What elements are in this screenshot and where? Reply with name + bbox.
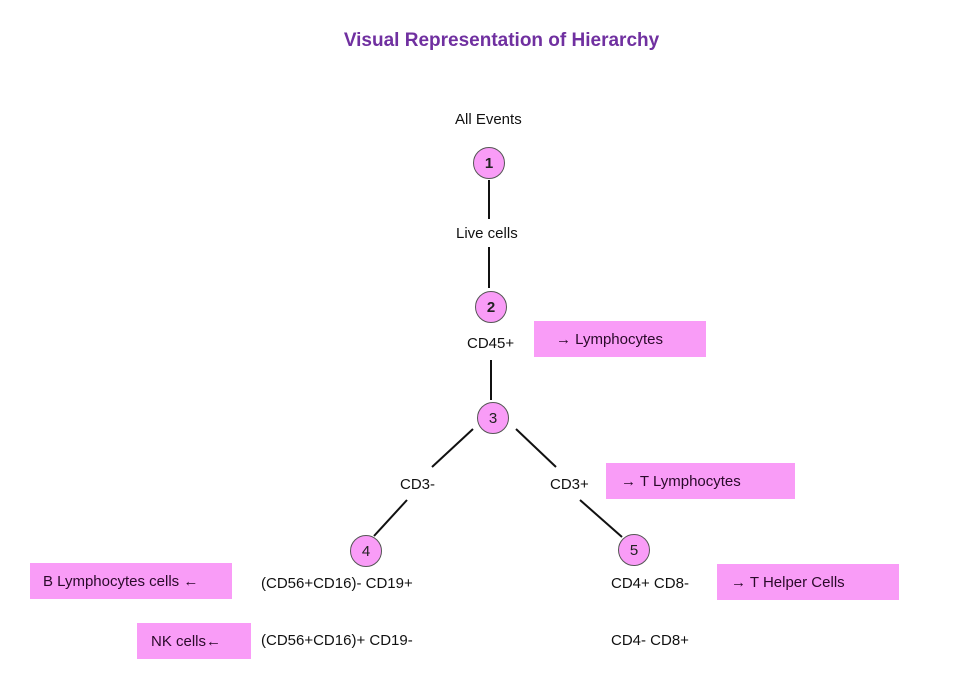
edge-3-cd3neg <box>431 428 474 468</box>
edge-cd3neg-4 <box>373 499 408 537</box>
label-cd45: CD45+ <box>467 335 515 352</box>
node-5: 5 <box>618 534 650 566</box>
label-live-cells: Live cells <box>456 225 518 242</box>
node-1: 1 <box>473 147 505 179</box>
node-2: 2 <box>475 291 507 323</box>
label-cd4-neg-cd8-pos: CD4- CD8+ <box>611 632 689 649</box>
label-cd3-negative: CD3- <box>400 476 436 493</box>
label-cd4-pos-cd8-neg: CD4+ CD8- <box>611 575 689 592</box>
label-all-events: All Events <box>455 111 522 128</box>
label-cd3-positive: CD3+ <box>550 476 589 493</box>
annotation-t-helper-cells: → T Helper Cells <box>717 564 899 600</box>
annotation-b-lymphocytes: B Lymphocytes cells ← <box>30 563 232 599</box>
edge-3-cd3pos <box>515 428 557 468</box>
label-cd56-pos-cd19-neg: (CD56+CD16)+ CD19- <box>261 632 413 649</box>
node-4: 4 <box>350 535 382 567</box>
annotation-lymphocytes: → Lymphocytes <box>534 321 706 357</box>
diagram-title: Visual Representation of Hierarchy <box>343 30 660 51</box>
edge-cd3pos-5 <box>579 499 623 538</box>
node-3: 3 <box>477 402 509 434</box>
label-cd56-neg-cd19-pos: (CD56+CD16)- CD19+ <box>261 575 413 592</box>
annotation-t-lymphocytes: → T Lymphocytes <box>606 463 795 499</box>
annotation-nk-cells: NK cells← <box>137 623 251 659</box>
